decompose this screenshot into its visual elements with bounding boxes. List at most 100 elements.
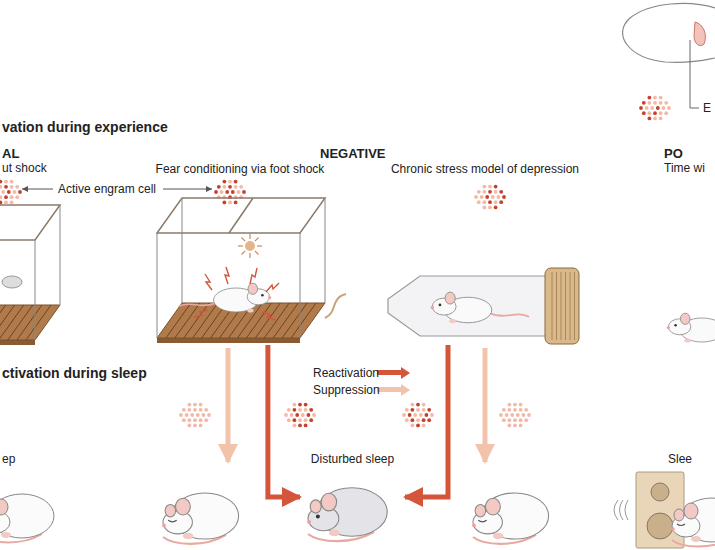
tube-cap-ridge [565,272,566,340]
cage-figure [157,198,325,343]
panel-caption: Time wi [664,161,705,176]
engram-cell [0,201,2,205]
engram-cell [659,101,663,105]
engram-cell [653,101,657,105]
engram-cell [667,106,671,110]
engram-cell [508,424,512,428]
light-ray [255,251,259,255]
panel-caption: Chronic stress model of depression [391,162,579,177]
mouse-ear [475,504,486,517]
engram-cell [494,190,498,194]
speaker-cone [651,483,669,501]
engram-cell [304,403,308,407]
engram-cell [522,413,526,417]
cage-post [182,198,183,303]
light-ray [249,253,250,258]
engram-cell [408,413,412,417]
engram-cell [185,413,189,417]
cage-post [157,233,158,338]
panel-caption: ep [2,452,15,467]
section-heading: AL [2,146,19,161]
engram-cell [659,111,663,115]
engram-cell [10,201,14,205]
engram-cell [494,200,498,204]
mouse-ear [0,499,8,515]
engram-cell [298,418,302,422]
engram-cell [228,180,232,184]
brain-outline [623,3,715,62]
suppression-arrow [226,348,231,462]
pointer-line [163,189,212,190]
mouse-nose [307,520,311,524]
engram-cell [642,101,646,105]
engram-cell [508,403,512,407]
engram-cell [182,418,186,422]
engram-cell [179,413,183,417]
engram-cell [519,403,523,407]
engram-cell [223,201,227,205]
light-ray [249,234,250,239]
panel-caption: Disturbed sleep [311,452,394,467]
engram-cell [488,206,492,210]
shock-mark [194,310,208,317]
engram-cell [502,195,506,199]
mouse-paw [449,319,456,323]
brain-region [694,22,705,46]
cage-figure [0,205,60,345]
engram-cell [18,190,22,194]
engram-cell [202,413,206,417]
cage-floor-edge [0,340,35,345]
mouse-eye [439,304,442,307]
engram-cell [13,190,17,194]
engram-cell [499,200,503,204]
mouse-tail [178,303,215,306]
mouse-ear [445,292,455,304]
legend: ReactivationSuppression [313,364,410,398]
engram-cell [425,413,429,417]
mouse-eye-closed [677,524,685,526]
engram-cell [664,111,668,115]
pointer-label: Active engram cell [58,182,156,197]
positive-panel: POTime wi [664,146,713,346]
cage-top-frame [0,205,60,240]
engram-cell [405,418,409,422]
engram-cell [301,413,305,417]
light-ray [242,238,246,242]
engram-cell [295,413,299,417]
tube-cap-ridge [574,272,575,340]
engram-cell [494,185,498,189]
reactivation-arrow [405,345,448,497]
engram-cell [653,111,657,115]
tube-cap-ridge [556,272,557,340]
panel-caption: Slee [668,452,692,467]
light-ray [238,245,243,246]
engram-cell [527,413,531,417]
fear-panel: Fear conditioning via foot shock [150,162,330,345]
engram-cell [510,413,514,417]
engram-cell [228,185,232,189]
engram-cell [411,418,415,422]
engram-cell [220,190,224,194]
engram-cell [298,424,302,428]
cage-grid-bar [291,303,316,338]
engram-cell [411,403,415,407]
engram-cell [411,408,415,412]
engram-cell [193,403,197,407]
cage-post [60,205,61,305]
engram-cell [422,403,426,407]
engram-cell [199,408,203,412]
sleeping-mouse [162,493,238,544]
engram-cell [304,424,308,428]
mouse-paw [329,530,340,537]
engram-cell [497,195,501,199]
mouse-nose [268,296,271,299]
engram-cell [287,418,291,422]
engram-cell [15,185,19,189]
engram-cell [196,413,200,417]
engram-cell [483,185,487,189]
region-label: E [703,101,711,116]
engram-cell [234,185,238,189]
cage-floor-edge [157,338,300,343]
neutral-panel: ALut shock [2,146,68,341]
legend-text: Suppression [313,383,377,397]
